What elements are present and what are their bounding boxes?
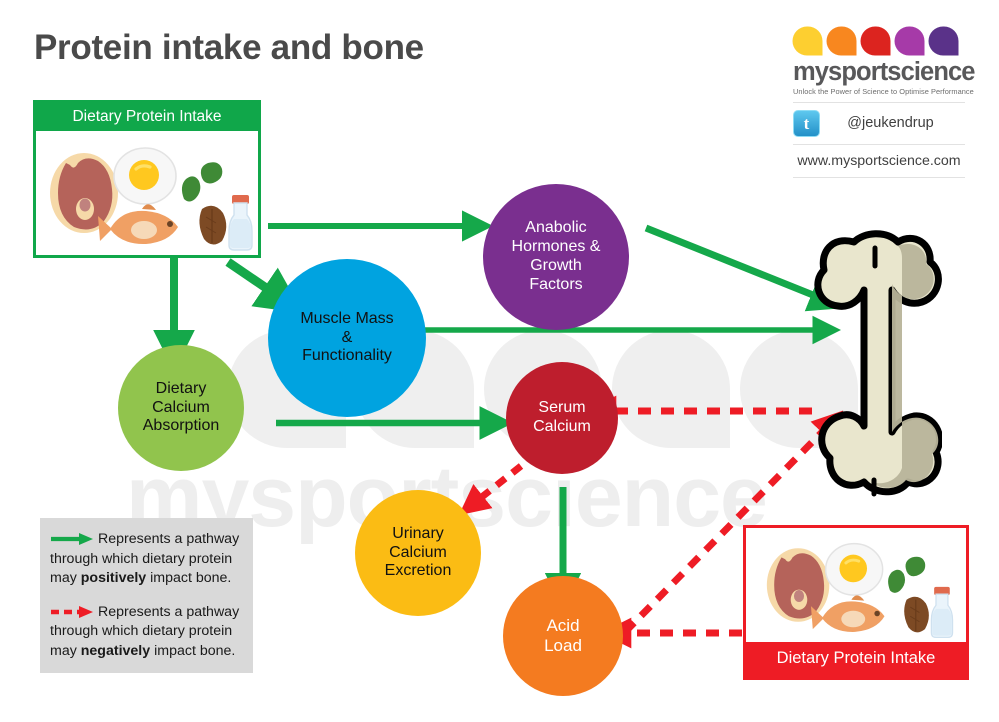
node-line: Serum xyxy=(538,399,586,417)
brand-tagline: Unlock the Power of Science to Optimise … xyxy=(793,87,974,96)
steak-icon xyxy=(50,153,118,233)
node-line: Excretion xyxy=(384,562,452,580)
brand-block: mysportscience Unlock the Power of Scien… xyxy=(792,26,975,178)
milk-bottle-icon xyxy=(228,195,253,251)
twitter-handle[interactable]: @jeukendrup xyxy=(847,115,934,131)
panel-title: Dietary Protein Intake xyxy=(776,649,936,667)
node-line: Calcium xyxy=(389,543,447,561)
node-urinary-calcium-excretion[interactable]: Urinary Calcium Excretion xyxy=(355,490,481,616)
brand-drop-purple xyxy=(928,26,959,56)
node-line: Calcium xyxy=(152,398,210,416)
brand-website-url[interactable]: www.mysportscience.com xyxy=(797,153,961,169)
brand-social-row[interactable]: t @jeukendrup xyxy=(793,108,965,138)
node-line: Muscle Mass xyxy=(300,309,394,327)
node-line: Urinary xyxy=(392,524,444,542)
brand-divider xyxy=(793,177,965,178)
beans-icon xyxy=(888,556,926,593)
node-line: Growth xyxy=(530,257,582,274)
node-line: Acid xyxy=(546,615,580,635)
fish-icon xyxy=(98,204,178,245)
node-line: Calcium xyxy=(533,418,591,435)
brand-divider xyxy=(793,102,965,103)
brand-drop-orange xyxy=(826,26,857,56)
page-title: Protein intake and bone xyxy=(34,28,424,67)
food-illustration xyxy=(36,131,258,255)
node-line: Factors xyxy=(529,275,583,293)
arrow-serum-to-urinary xyxy=(458,463,524,516)
node-line: Functionality xyxy=(302,347,392,365)
node-line: Anabolic xyxy=(525,219,587,237)
milk-bottle-icon xyxy=(930,586,954,639)
bone-svg xyxy=(814,230,944,497)
legend-dashed-arrow-icon xyxy=(51,605,93,618)
legend-box: Represents a pathway through which dieta… xyxy=(40,518,253,673)
node-serum-calcium[interactable]: Serum Calcium xyxy=(506,362,618,474)
fried-egg-icon xyxy=(824,542,884,596)
legend-emphasis: negatively xyxy=(80,642,151,659)
node-line: Absorption xyxy=(142,417,220,435)
food-illustration xyxy=(746,528,966,642)
arrow-acid-load-to-bone xyxy=(622,410,844,635)
node-line: Dietary xyxy=(155,379,207,397)
panel-title: Dietary Protein Intake xyxy=(72,108,222,125)
twitter-bird-icon[interactable]: t xyxy=(793,109,820,137)
brand-drop-red xyxy=(860,26,891,56)
arrow-anabolic-to-bone xyxy=(644,224,846,312)
brand-drop-magenta xyxy=(894,26,925,56)
node-line: & xyxy=(341,328,353,346)
node-line: Load xyxy=(544,636,582,655)
food-illustration-svg xyxy=(766,542,954,639)
steak-icon xyxy=(766,548,830,622)
almond-icon xyxy=(904,596,929,633)
legend-text: Represents a pathway through which dieta… xyxy=(50,531,240,586)
femur-bone-illustration xyxy=(812,218,944,513)
legend-item-positive: Represents a pathway through which dieta… xyxy=(40,518,253,589)
fried-egg-icon xyxy=(113,147,177,205)
node-dietary-calcium-absorption[interactable]: Dietary Calcium Absorption xyxy=(118,345,244,471)
almond-icon xyxy=(199,205,227,245)
arrow-protein-to-muscle xyxy=(225,258,304,314)
fish-icon xyxy=(810,595,885,632)
legend-emphasis: positively xyxy=(80,570,147,586)
node-acid-load[interactable]: Acid Load xyxy=(503,576,623,696)
panel-dietary-protein-intake-bottom: Dietary Protein Intake xyxy=(743,525,969,680)
brand-drop-yellow xyxy=(792,26,823,56)
legend-item-negative: Represents a pathway through which dieta… xyxy=(40,589,253,662)
beans-icon xyxy=(181,162,223,202)
node-line: Hormones & xyxy=(511,238,601,256)
node-anabolic-hormones[interactable]: Anabolic Hormones & Growth Factors xyxy=(483,184,629,330)
brand-divider xyxy=(793,144,965,145)
brand-logo-drops xyxy=(792,26,965,56)
brand-name: mysportscience xyxy=(793,58,975,86)
legend-text: Represents a pathway through which dieta… xyxy=(50,603,240,659)
food-illustration-svg xyxy=(50,147,253,251)
panel-dietary-protein-intake-top: Dietary Protein Intake xyxy=(33,100,261,258)
legend-solid-arrow-icon xyxy=(51,533,93,546)
node-muscle-mass[interactable]: Muscle Mass & Functionality xyxy=(268,259,426,417)
